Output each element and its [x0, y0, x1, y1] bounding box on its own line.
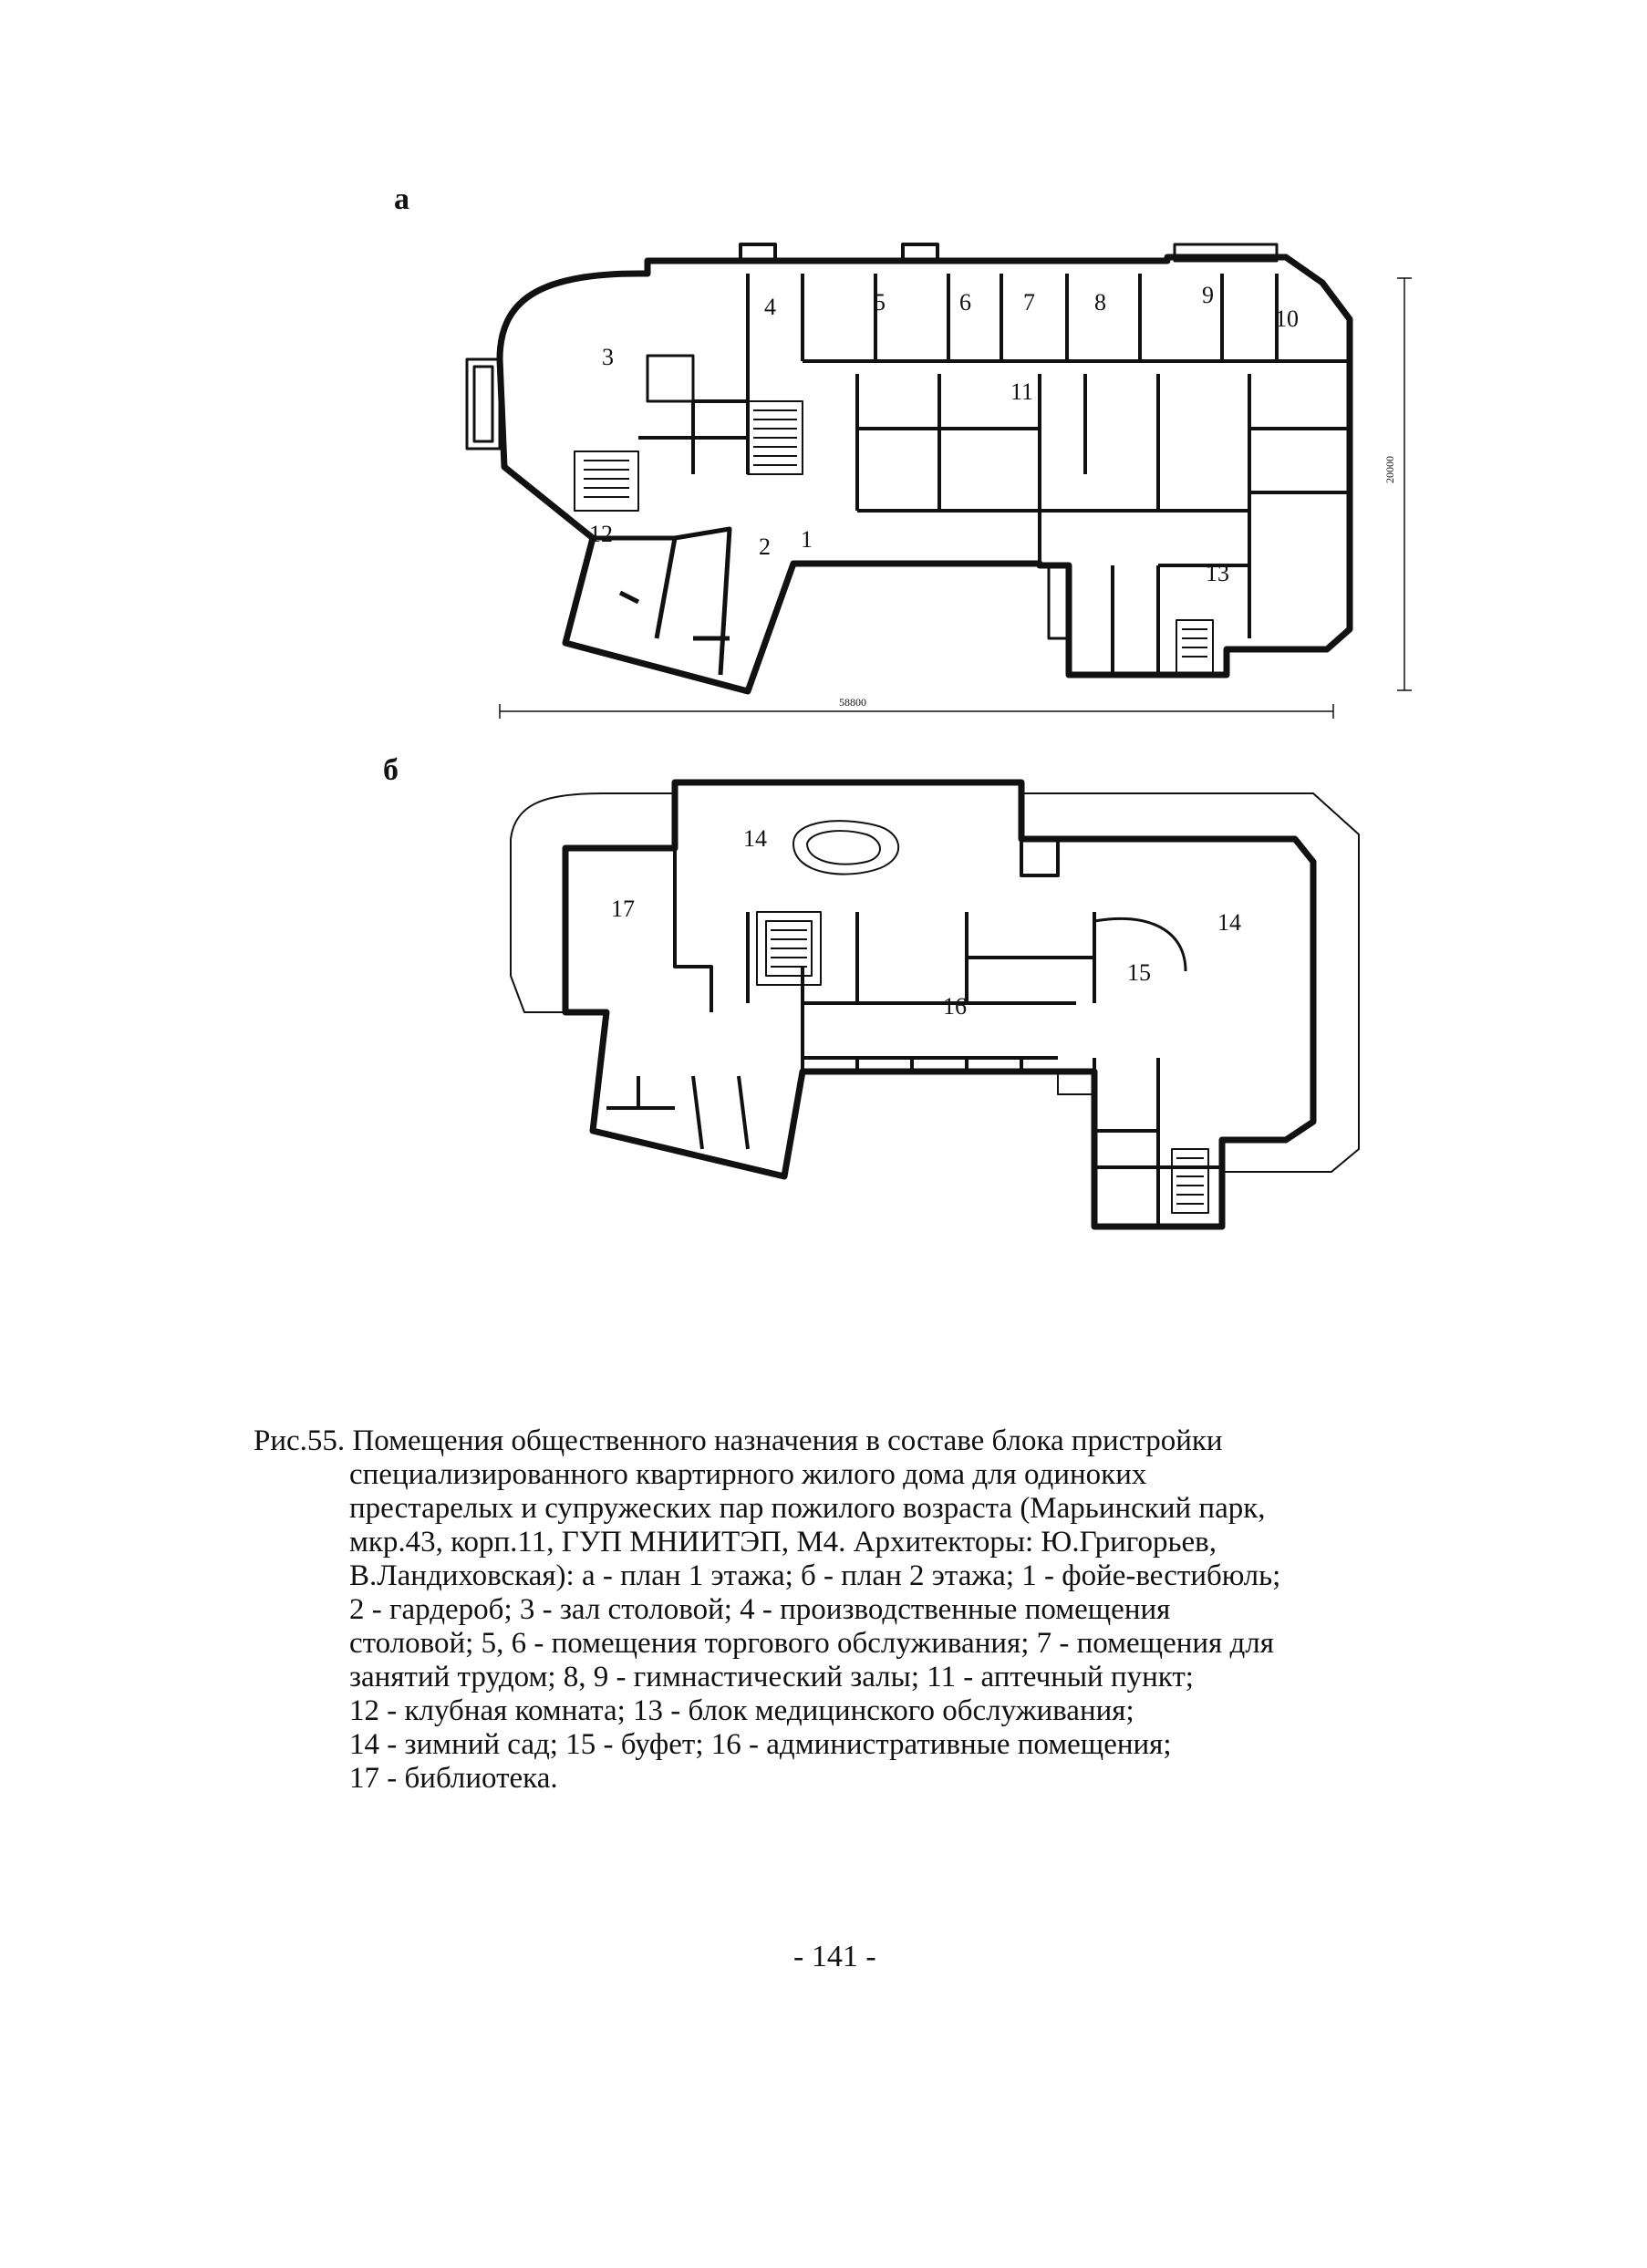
plan-a-label: а: [394, 182, 409, 216]
plan-a-room-6: 6: [959, 289, 971, 316]
plan-a-bay-window: [465, 357, 502, 450]
plan-b-room-14-garden: 14: [743, 825, 767, 852]
caption-line: столовой; 5, 6 - помещения торгового обс…: [349, 1627, 1274, 1660]
plan-a-room-11: 11: [1010, 378, 1033, 405]
caption-line: мкр.43, корп.11, ГУП МНИИТЭП, М4. Архите…: [349, 1526, 1217, 1559]
plan-a-room-10: 10: [1275, 306, 1299, 332]
plan-b-label: б: [383, 753, 399, 787]
plan-a-room-13: 13: [1206, 560, 1229, 586]
plan-b-outer-wall: [562, 779, 1317, 1230]
plan-a-room-4: 4: [764, 294, 776, 320]
plan-b-stair: [756, 911, 822, 986]
caption-line: престарелых и супружеских пар пожилого в…: [349, 1492, 1266, 1525]
caption-line: занятий трудом; 8, 9 - гимнастический за…: [349, 1661, 1194, 1693]
plan-b-room-17: 17: [611, 896, 635, 922]
plan-a-lower-wing: [563, 526, 732, 676]
plan-a-room-1: 1: [801, 526, 813, 553]
plan-a-room-2: 2: [759, 533, 771, 560]
plan-a-room-5: 5: [874, 289, 886, 316]
plan-b-pond: [792, 820, 899, 875]
dimension-width-label: 58800: [839, 696, 866, 709]
plan-b-room-14-east: 14: [1217, 909, 1241, 936]
plan-a-outer-wall: [496, 254, 1353, 695]
dimension-line-width: [499, 704, 1334, 719]
plan-a-canopy: [1173, 243, 1279, 263]
floor-plan-a: 1 2 3 4 5 6 7 8 9 10 11 12 13 58800 2000…: [465, 243, 1412, 719]
plan-a-room-12: 12: [589, 521, 613, 547]
plan-a-room-7: 7: [1023, 289, 1035, 316]
caption-line: 14 - зимний сад; 15 - буфет; 16 - админи…: [349, 1728, 1172, 1761]
caption-line: 12 - клубная комната; 13 - блок медицинс…: [349, 1694, 1134, 1727]
plan-a-partitions: [638, 274, 1350, 675]
page-number: - 141 -: [793, 1940, 876, 1973]
caption-line: 2 - гардероб; 3 - зал столовой; 4 - прои…: [349, 1593, 1171, 1626]
plan-a-stair: [747, 400, 803, 475]
plan-b-room-15: 15: [1127, 959, 1151, 986]
plan-b-room-16: 16: [943, 993, 967, 1020]
caption-line: специализированного квартирного жилого д…: [349, 1458, 1147, 1491]
figure-caption: Рис.55. Помещения общественного назначен…: [254, 1424, 1457, 1796]
dimension-height-label: 20000: [1383, 456, 1396, 483]
caption-line: 17 - библиотека.: [349, 1762, 558, 1795]
caption-line: Рис.55. Помещения общественного назначен…: [254, 1424, 1223, 1457]
dimension-line-height: [1397, 277, 1412, 691]
plan-a-dining-tables: [574, 450, 639, 512]
floor-plan-b: 14 14 15 16 17: [510, 779, 1360, 1230]
plan-a-room-9: 9: [1202, 282, 1214, 308]
plan-a-room-3: 3: [602, 344, 614, 370]
plan-a-room-8: 8: [1094, 289, 1106, 316]
plan-b-partitions: [673, 839, 1222, 1227]
caption-line: В.Ландиховская): а - план 1 этажа; б - п…: [349, 1559, 1281, 1592]
